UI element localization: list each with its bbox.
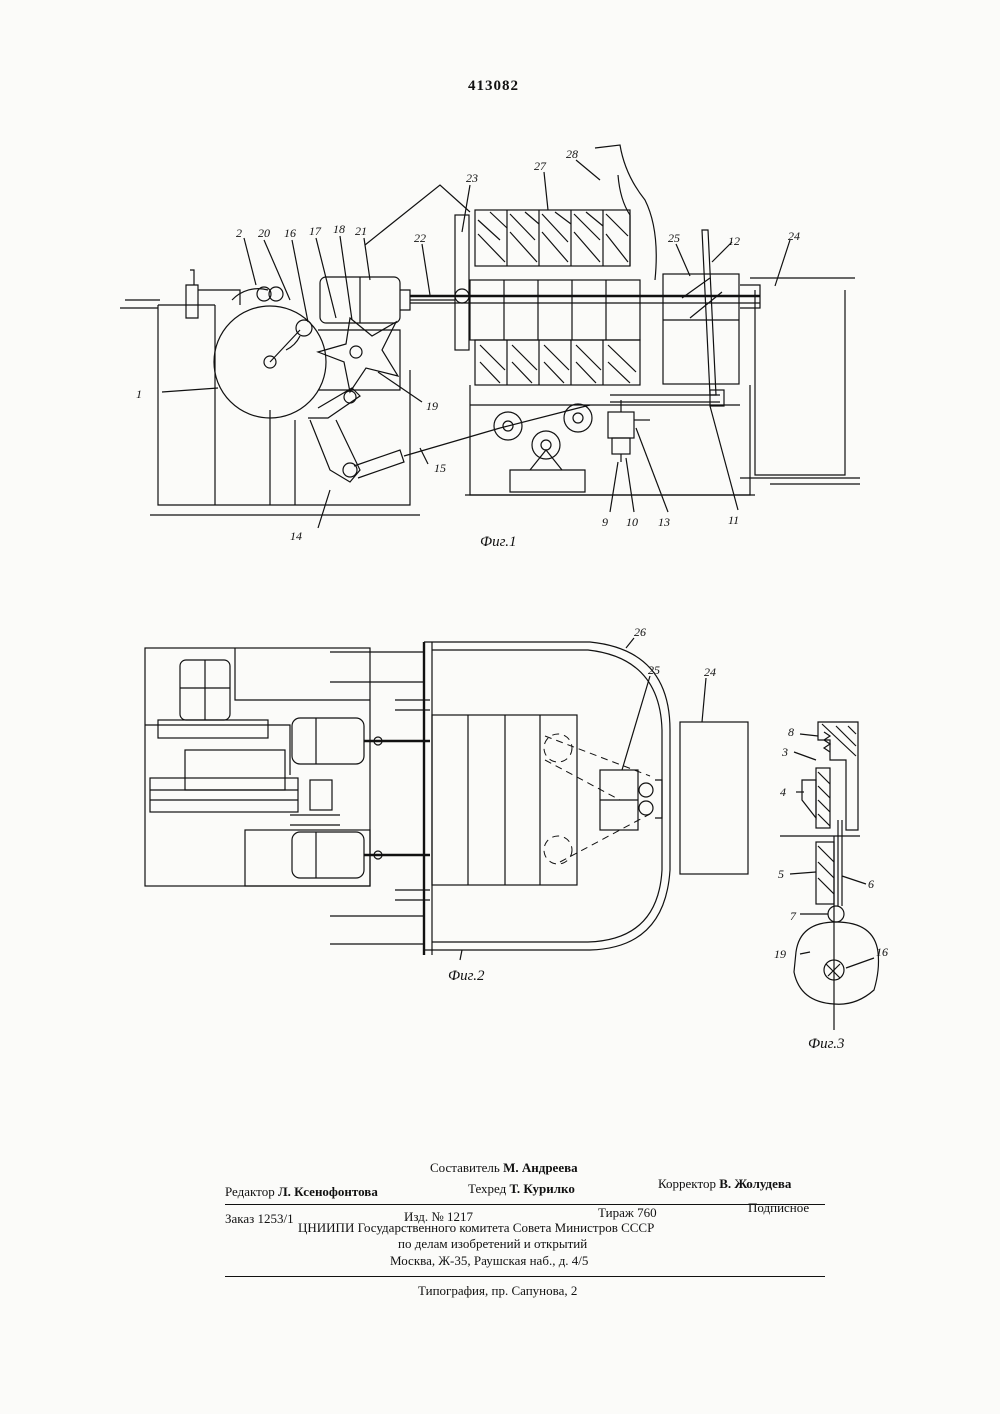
print-run: Тираж 760 <box>598 1205 657 1221</box>
compiler-name: М. Андреева <box>503 1160 578 1175</box>
colophon-corrector: Корректор В. Жолудева <box>658 1176 791 1192</box>
figure-3-drawing: 8 3 4 5 6 7 19 16 Фиг.3 <box>760 700 960 1060</box>
fig1-label-27: 27 <box>534 159 547 173</box>
fig3-label-3: 3 <box>781 745 788 759</box>
fig1-label-25: 25 <box>668 231 680 245</box>
fig2-label-26: 26 <box>634 625 646 639</box>
fig1-caption: Фиг.1 <box>480 534 516 550</box>
fig3-label-8: 8 <box>788 725 794 739</box>
techred-name: Т. Курилко <box>510 1181 575 1196</box>
fig1-label-18: 18 <box>333 222 345 236</box>
org-line-2: по делам изобретений и открытий <box>398 1236 587 1252</box>
corrector-label: Корректор <box>658 1176 716 1191</box>
fig2-caption: Фиг.2 <box>448 968 485 984</box>
fig1-label-16: 16 <box>284 226 296 240</box>
fig3-caption: Фиг.3 <box>808 1036 844 1052</box>
fig1-label-19: 19 <box>426 399 438 413</box>
org-line-3: Москва, Ж-35, Раушская наб., д. 4/5 <box>390 1253 588 1269</box>
fig1-label-20: 20 <box>258 226 270 240</box>
org-line-1: ЦНИИПИ Государственного комитета Совета … <box>298 1220 654 1236</box>
editor-name: Л. Ксенофонтова <box>278 1184 378 1199</box>
fig1-label-10: 10 <box>626 515 638 529</box>
fig1-label-9: 9 <box>602 515 608 529</box>
colophon-rule-top <box>225 1204 825 1205</box>
fig3-label-4: 4 <box>780 785 786 799</box>
fig3-label-7: 7 <box>790 909 797 923</box>
fig1-label-11: 11 <box>728 513 739 527</box>
fig1-label-24: 24 <box>788 229 800 243</box>
fig1-label-23: 23 <box>466 171 478 185</box>
printer-address: Типография, пр. Сапунова, 2 <box>418 1283 577 1299</box>
fig1-label-15: 15 <box>434 461 446 475</box>
colophon-rule-bottom <box>225 1276 825 1277</box>
corrector-name: В. Жолудева <box>719 1176 791 1191</box>
fig1-label-2: 2 <box>236 226 242 240</box>
subscription: Подписное <box>748 1200 809 1216</box>
fig1-label-28: 28 <box>566 147 578 161</box>
compiler-label: Составитель <box>430 1160 500 1175</box>
fig3-label-19: 19 <box>774 947 786 961</box>
fig1-label-22: 22 <box>414 231 426 245</box>
fig1-label-12: 12 <box>728 234 740 248</box>
order-number: Заказ 1253/1 <box>225 1211 294 1227</box>
fig1-label-17: 17 <box>309 224 322 238</box>
fig1-label-14: 14 <box>290 529 302 543</box>
fig2-label-24: 24 <box>704 665 716 679</box>
colophon-techred: Техред Т. Курилко <box>468 1181 575 1197</box>
fig1-label-1: 1 <box>136 387 142 401</box>
figure-1-drawing: 2 20 16 17 18 21 22 23 27 28 25 12 24 1 … <box>0 0 1000 560</box>
colophon-editor: Редактор Л. Ксенофонтова <box>225 1184 378 1200</box>
fig3-label-5: 5 <box>778 867 784 881</box>
fig2-label-25: 25 <box>648 663 660 677</box>
fig1-label-13: 13 <box>658 515 670 529</box>
colophon-compiler: Составитель М. Андреева <box>430 1160 578 1176</box>
editor-label: Редактор <box>225 1184 275 1199</box>
fig3-label-16: 16 <box>876 945 888 959</box>
fig1-label-21: 21 <box>355 224 367 238</box>
fig3-label-6: 6 <box>868 877 874 891</box>
techred-label: Техред <box>468 1181 506 1196</box>
